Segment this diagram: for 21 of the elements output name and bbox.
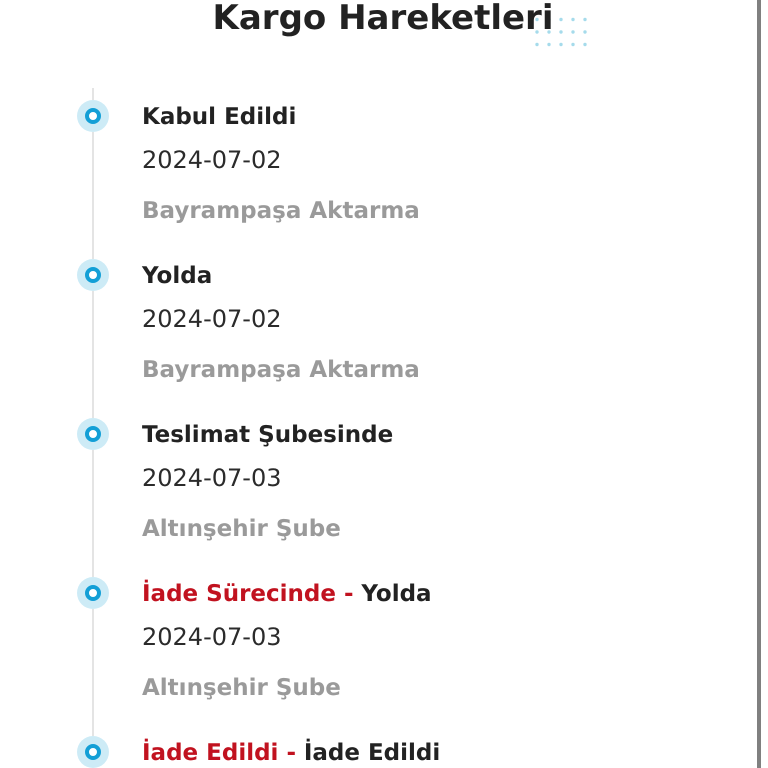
event-date: 2024-07-03 [142,463,282,493]
event-title: Yolda [361,580,432,609]
event-location: Bayrampaşa Aktarma [142,356,420,385]
event-location: Altınşehir Şube [142,515,341,544]
timeline-dot-icon [77,259,109,291]
timeline-dot-icon [77,100,109,132]
event-date: 2024-07-02 [142,304,282,334]
event-date: 2024-07-03 [142,622,282,652]
event-location: Bayrampaşa Aktarma [142,197,420,226]
event-title: İade Edildi [304,738,440,768]
status-prefix: İade Sürecinde - [142,579,354,609]
page-title: Kargo Hareketleri [212,1,554,35]
timeline-dot-icon [77,418,109,450]
event-title: Teslimat Şubesinde [142,421,394,450]
timeline-dot-icon [77,577,109,609]
status-prefix: İade Edildi - [142,738,296,768]
event-date: 2024-07-02 [142,145,282,175]
event-location: Altınşehir Şube [142,674,341,703]
timeline-dot-icon [77,736,109,768]
event-title: Yolda [142,262,212,291]
event-title: Kabul Edildi [142,103,296,132]
